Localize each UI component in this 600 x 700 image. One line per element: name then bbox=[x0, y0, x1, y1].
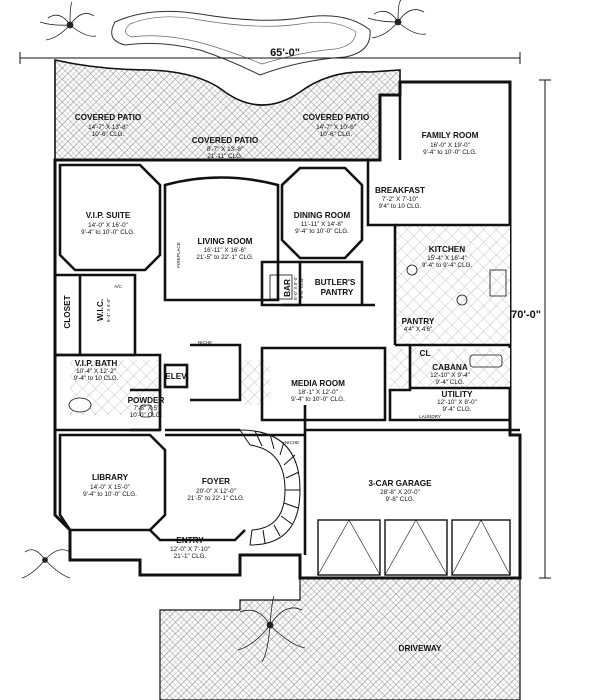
room-size: 20'-0" X 12'-0" bbox=[196, 488, 236, 495]
room-size: 12'-0" X 7'-10" bbox=[170, 546, 210, 553]
room-size: 6'-4" X 4'-0" bbox=[106, 298, 111, 322]
room-ceiling: 10'-6" CLG. bbox=[92, 131, 125, 138]
room-ceiling: 9'4" to 10 CLG. bbox=[379, 203, 422, 210]
room-name: COVERED PATIO bbox=[75, 113, 142, 122]
pool-deck bbox=[111, 10, 371, 76]
height-dimension: 70'-0" bbox=[511, 309, 541, 321]
room-ceiling: 10'-0" CLG. bbox=[130, 412, 163, 419]
dimension-lines bbox=[19, 52, 551, 579]
niche-label: NICHE bbox=[285, 440, 299, 445]
room-name: BREAKFAST bbox=[375, 186, 425, 195]
room-ceiling: 21'-5" to 22'-1" CLG. bbox=[187, 495, 245, 502]
room-size: 7'-2" X 7'-10" bbox=[382, 196, 418, 203]
room-size: 14'-0" X 15'-0" bbox=[90, 484, 130, 491]
fixtures bbox=[68, 264, 507, 418]
room-name: MEDIA ROOM bbox=[291, 379, 345, 388]
room-ceiling: 9'-4" to 10'-0" CLG. bbox=[291, 396, 345, 403]
room-size: 18'-1" X 12'-0" bbox=[298, 389, 338, 396]
room-name: CABANA bbox=[432, 363, 468, 372]
palm-plant-icon bbox=[367, 0, 427, 39]
room-name: DRIVEWAY bbox=[399, 644, 442, 653]
room-name: COVERED PATIO bbox=[192, 136, 259, 145]
room-size: 14'-0" X 16'-0" bbox=[88, 222, 128, 229]
room-ceiling: 9'-4" CLG. bbox=[443, 406, 472, 413]
palm-plant-icon bbox=[21, 549, 71, 579]
room-ceiling: 9'-4" CLG. bbox=[436, 379, 465, 386]
room-name: V.I.P. SUITE bbox=[86, 211, 131, 220]
room-name: FAMILY ROOM bbox=[422, 131, 479, 140]
room-name: COVERED PATIO bbox=[303, 113, 370, 122]
room-name: BAR bbox=[283, 279, 292, 297]
spiral-staircase bbox=[239, 429, 301, 546]
room-ceiling: 9'-8" CLG. bbox=[386, 496, 415, 503]
room-size: 10'-4" X 12'-2" bbox=[76, 368, 116, 375]
room-name: ENTRY bbox=[176, 536, 204, 545]
room-ceiling: 9'-4" to 10 CLG. bbox=[74, 375, 119, 382]
room-size: 11'-11" X 14'-8" bbox=[301, 221, 343, 228]
room-size: 8'-0" X 5'-0" bbox=[293, 276, 298, 300]
room-size: 7'-8" X 5' bbox=[134, 405, 159, 412]
room-size: 16'-0" X 19'-0" bbox=[430, 142, 470, 149]
driveway-paving bbox=[159, 577, 521, 700]
room-ceiling: 9'-4" to 10'-0" CLG. bbox=[81, 229, 135, 236]
room-ceiling: 9'-4" to 9'-4" CLG. bbox=[422, 262, 473, 269]
room-name: DINING ROOM bbox=[294, 211, 351, 220]
palm-plant-icon bbox=[237, 595, 306, 663]
room-ceiling: 9'-6" CLG. bbox=[299, 277, 304, 298]
room-size: 28'-8" X 20'-0" bbox=[380, 489, 420, 496]
hall-tile bbox=[240, 360, 270, 405]
rear-patio-paving bbox=[54, 59, 401, 161]
room-name: V.I.P. BATH bbox=[75, 359, 118, 368]
room-name: LIVING ROOM bbox=[197, 237, 252, 246]
room-size: 16'-11" X 16'-6" bbox=[204, 247, 247, 254]
room-name: CLOSET bbox=[63, 295, 72, 328]
room-name: CL bbox=[420, 349, 431, 358]
room-size: 14'-7" X 13'-8" bbox=[88, 124, 128, 131]
room-ceiling: 10'-6" CLG. bbox=[320, 131, 353, 138]
palm-plant-icon bbox=[39, 1, 97, 41]
room-name: POWDER bbox=[128, 396, 165, 405]
room-ceiling: 9'-4" to 10'-0" CLG. bbox=[83, 491, 137, 498]
room-name: BUTLER'S bbox=[315, 278, 356, 287]
room-name: W.I.C. bbox=[96, 299, 105, 321]
room-size: 8'-7" X 13'-8" bbox=[207, 146, 243, 153]
room-ceiling: 9'-4" to 10'-0" CLG. bbox=[423, 149, 477, 156]
room-ceiling: 21'-11" CLG. bbox=[207, 153, 243, 160]
room-size: 15'-4" X 16'-4" bbox=[427, 255, 467, 262]
room-name: KITCHEN bbox=[429, 245, 465, 254]
laundry-label: LAUNDRY bbox=[419, 414, 441, 419]
room-size: 12'-10" X 8'-0" bbox=[437, 399, 477, 406]
room-size: 14'-7" X 10'-6" bbox=[316, 124, 356, 131]
kitchen-tile bbox=[395, 225, 510, 345]
room-size: 12'-10" X 9'-4" bbox=[430, 372, 470, 379]
room-name: PANTRY bbox=[402, 317, 435, 326]
room-ceiling: 9'-4" to 10'-0" CLG. bbox=[295, 228, 349, 235]
garage-doors bbox=[317, 519, 511, 576]
room-ceiling: 21'-5" to 22'-1" CLG. bbox=[196, 254, 254, 261]
room-name: LIBRARY bbox=[92, 473, 129, 482]
fireplace-label: FIREPLACE bbox=[176, 242, 181, 268]
room-name: ELEV bbox=[165, 372, 187, 381]
room-ceiling: 21'-1" CLG. bbox=[174, 553, 207, 560]
room-name: 3-CAR GARAGE bbox=[368, 479, 432, 488]
room-size: 4'4" X 4'6" bbox=[404, 326, 433, 333]
room-name: PANTRY bbox=[321, 288, 354, 297]
room-name: FOYER bbox=[202, 477, 230, 486]
width-dimension: 65'-0" bbox=[270, 47, 300, 59]
interior-walls bbox=[55, 95, 520, 555]
room-name: UTILITY bbox=[442, 390, 473, 399]
ac-label: A/C bbox=[114, 284, 122, 289]
niche-label: NICHE bbox=[198, 340, 212, 345]
